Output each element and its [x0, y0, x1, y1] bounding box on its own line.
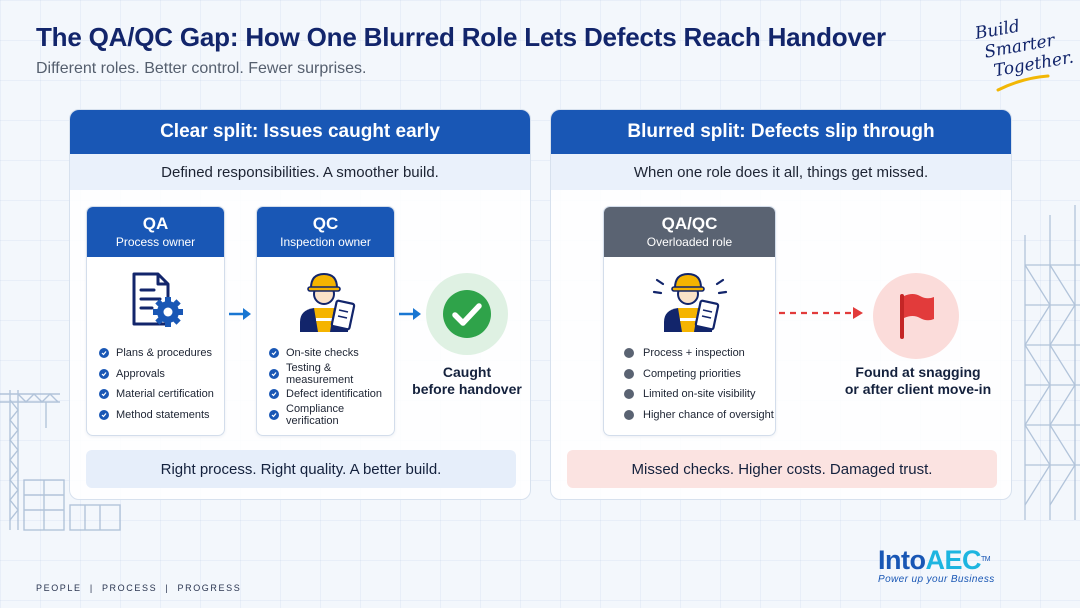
card-title: QA: [142, 214, 169, 233]
trademark-mark: TM: [981, 556, 991, 563]
outcome-caption: Found at snagging or after client move-i…: [833, 364, 1003, 398]
outcome-caption: Caught before handover: [410, 364, 524, 398]
check-icon: [269, 368, 279, 379]
summary-banner: Right process. Right quality. A better b…: [86, 450, 516, 488]
list-item-label: Compliance verification: [286, 402, 345, 427]
panel-subtitle: Defined responsibilities. A smoother bui…: [70, 154, 530, 190]
list-item-label: Competing priorities: [643, 367, 741, 380]
list-item: Limited on-site visibility: [624, 384, 775, 405]
check-icon: [99, 348, 109, 359]
list-item-label: Testing & measurement: [286, 361, 354, 386]
page-title: The QA/QC Gap: How One Blurred Role Lets…: [36, 22, 886, 52]
list-item: Approvals: [99, 364, 224, 385]
arrow-right-icon: [399, 308, 421, 320]
panel-subtitle: When one role does it all, things get mi…: [551, 154, 1011, 190]
outcome-line: or after client move-in: [844, 381, 992, 397]
panel-title: Blurred split: Defects slip through: [551, 110, 1011, 154]
card-role: Inspection owner: [280, 235, 371, 249]
check-icon: [269, 389, 279, 400]
check-icon: [269, 409, 279, 420]
list-item-label: Plans & procedures: [116, 347, 212, 360]
card-role: Overloaded role: [646, 235, 733, 249]
list-item-label: Limited on-site visibility: [643, 388, 756, 401]
check-icon: [99, 389, 109, 400]
card-title: QC: [312, 214, 339, 233]
footer-tagline: PEOPLE | PROCESS | PROGRESS: [36, 583, 242, 593]
list-item-label: Approvals: [116, 367, 165, 380]
stressed-inspector-icon: [604, 257, 775, 343]
danger-circle: [873, 273, 959, 359]
list-item: On-site checks: [269, 343, 394, 364]
bullet-dot-icon: [624, 348, 634, 359]
qc-responsibilities: On-site checks Testing & measurement Def…: [257, 343, 394, 427]
list-item-label: Process + inspection: [643, 347, 745, 360]
success-circle: [426, 273, 508, 355]
list-item-label: Method statements: [116, 408, 210, 421]
bullet-dot-icon: [624, 409, 634, 420]
summary-banner: Missed checks. Higher costs. Damaged tru…: [567, 450, 997, 488]
outcome-line: before handover: [412, 381, 522, 397]
list-item: Process + inspection: [624, 343, 775, 364]
list-item: Testing & measurement: [269, 361, 394, 386]
panel-title: Clear split: Issues caught early: [70, 110, 530, 154]
list-item: Plans & procedures: [99, 343, 224, 364]
brand-name: IntoAECTM: [878, 546, 995, 574]
clear-split-panel: Clear split: Issues caught early Defined…: [69, 109, 531, 500]
outcome-line: Caught: [442, 364, 492, 380]
qa-card: QA Process owner: [86, 206, 225, 436]
list-item: Compliance verification: [269, 402, 394, 427]
list-item: Material certification: [99, 384, 224, 405]
dashed-arrow-right-icon: [779, 307, 863, 319]
checkmark-icon: [443, 290, 491, 338]
arrow-right-icon: [229, 308, 251, 320]
qc-card: QC Inspection owner On-site checks Testi…: [256, 206, 395, 436]
brand-logo: IntoAECTM Power up your Business: [878, 546, 995, 585]
page-subtitle: Different roles. Better control. Fewer s…: [36, 60, 367, 77]
list-item-label: Higher chance of oversight: [643, 408, 774, 421]
card-title: QA/QC: [661, 214, 718, 233]
building-scaffold-illustration: [1024, 205, 1080, 520]
brand-name-part: AEC: [925, 545, 981, 575]
red-flag-icon: [900, 294, 934, 339]
brand-tagline: Power up your Business: [878, 574, 995, 585]
check-icon: [99, 368, 109, 379]
outcome-line: Found at snagging: [855, 364, 981, 380]
qc-card-header: QC Inspection owner: [257, 207, 394, 257]
list-item-label: Material certification: [116, 388, 214, 401]
bullet-dot-icon: [624, 389, 634, 400]
inspector-icon: [257, 257, 394, 343]
list-item: Defect identification: [269, 384, 394, 405]
bullet-dot-icon: [624, 368, 634, 379]
qa-qc-card-header: QA/QC Overloaded role: [604, 207, 775, 257]
check-icon: [269, 348, 279, 359]
crane-illustration: [0, 390, 121, 531]
card-role: Process owner: [115, 235, 196, 249]
blurred-split-panel: Blurred split: Defects slip through When…: [550, 109, 1012, 500]
slogan-underline: [996, 74, 1050, 92]
list-item: Competing priorities: [624, 364, 775, 385]
list-item: Higher chance of oversight: [624, 405, 775, 426]
qa-card-header: QA Process owner: [87, 207, 224, 257]
list-item-label: Defect identification: [286, 388, 382, 401]
document-gear-icon: [87, 257, 224, 343]
qa-responsibilities: Plans & procedures Approvals Material ce…: [87, 343, 224, 425]
list-item-label: On-site checks: [286, 347, 359, 360]
check-icon: [99, 409, 109, 420]
brand-name-part: Into: [878, 545, 926, 575]
list-item: Method statements: [99, 405, 224, 426]
qa-qc-card: QA/QC Overloaded role: [603, 206, 776, 436]
qa-qc-issues: Process + inspection Competing prioritie…: [604, 343, 775, 425]
